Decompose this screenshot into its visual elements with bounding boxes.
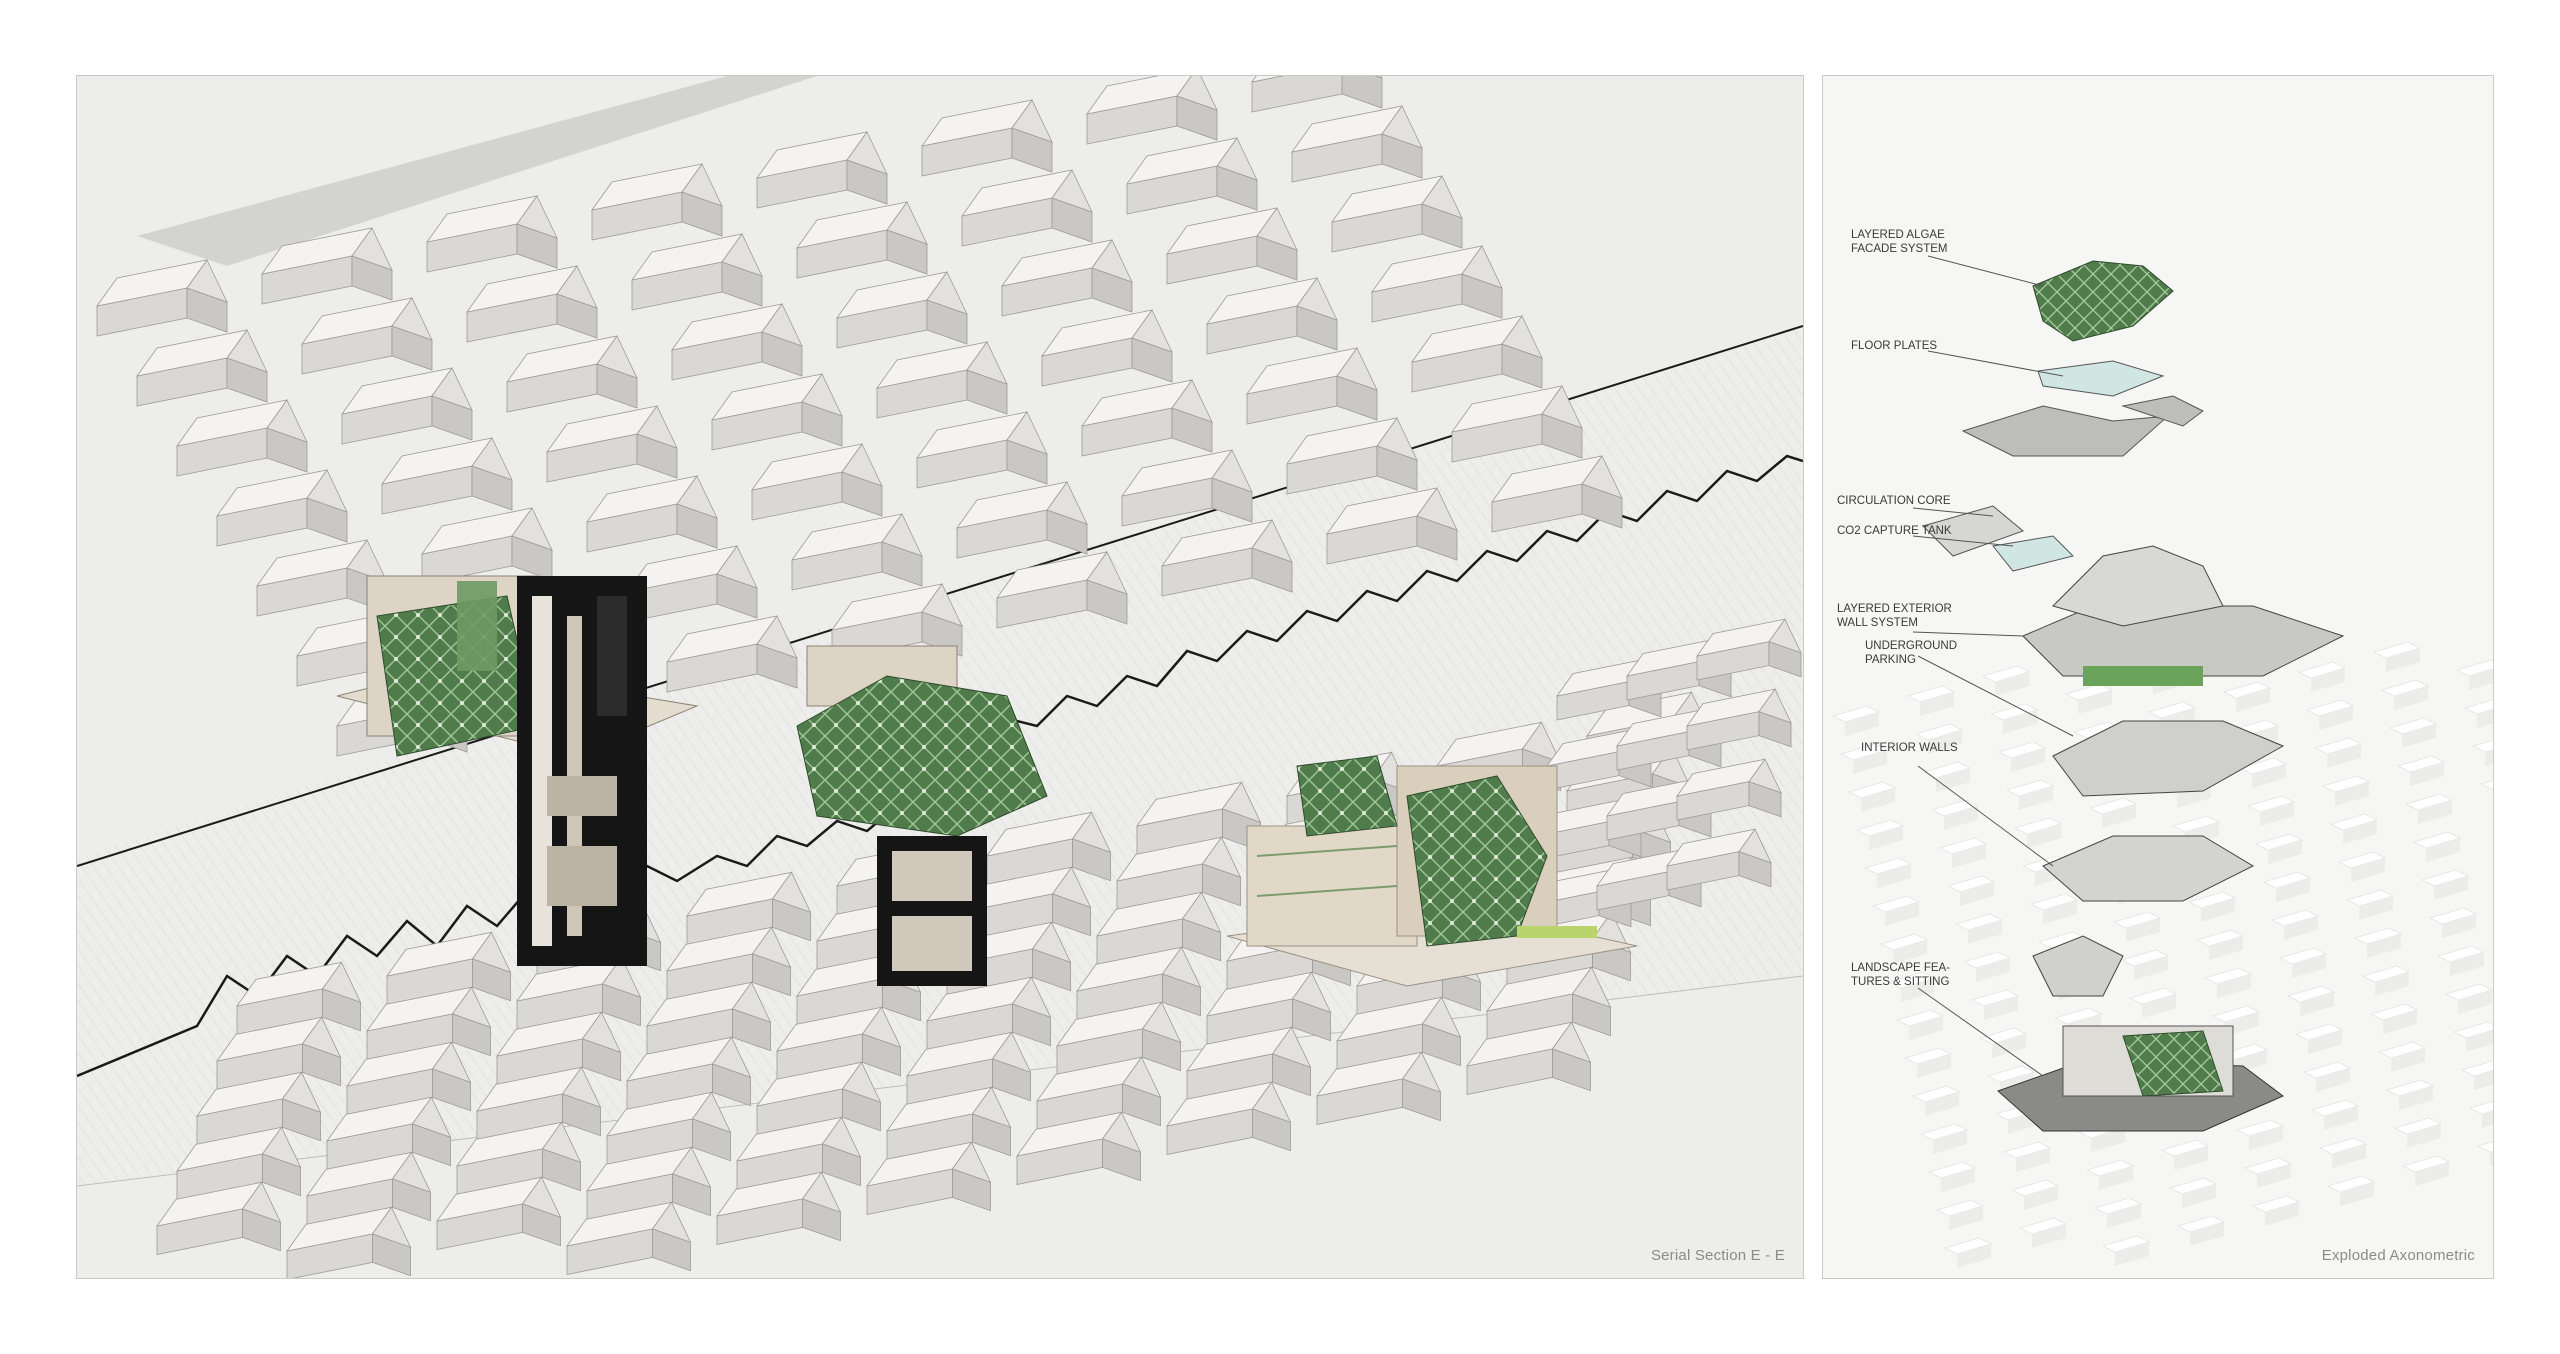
label-exterior-wall: LAYERED EXTERIOR WALL SYSTEM xyxy=(1837,603,1952,629)
building-section-1 xyxy=(336,575,699,966)
label-co2-tank: CO2 CAPTURE TANK xyxy=(1837,525,1952,537)
section-drawing xyxy=(77,76,1803,1278)
layer-underground-parking xyxy=(2052,720,2285,797)
label-algae-facade: LAYERED ALGAE FACADE SYSTEM xyxy=(1851,229,1948,255)
label-leaders xyxy=(1912,255,2074,1077)
label-interior-walls: INTERIOR WALLS xyxy=(1861,742,1958,754)
label-circulation-core: CIRCULATION CORE xyxy=(1837,495,1951,507)
layer-circulation-lower xyxy=(2032,935,2124,997)
layer-co2-tank xyxy=(1992,535,2074,572)
layer-exterior-wall xyxy=(2022,545,2345,686)
building-3 xyxy=(1226,755,1638,987)
label-underground-parking: UNDERGROUND PARKING xyxy=(1865,640,1957,666)
building-section-2 xyxy=(796,645,1048,986)
label-landscape: LANDSCAPE FEA- TURES & SITTING xyxy=(1851,962,1951,988)
layer-interior-walls xyxy=(2042,835,2255,902)
layer-algae-facade xyxy=(2032,260,2174,342)
label-floor-plates: FLOOR PLATES xyxy=(1851,340,1938,352)
layer-circulation-core xyxy=(1922,505,2024,557)
serial-section-panel: Serial Section E - E xyxy=(76,75,1804,1279)
layer-landscape xyxy=(1997,1025,2284,1132)
axonometric-caption: Exploded Axonometric xyxy=(2321,1247,2475,1264)
road-strip xyxy=(137,76,817,266)
section-caption: Serial Section E - E xyxy=(1650,1247,1785,1264)
axonometric-drawing xyxy=(1823,76,2493,1278)
exploded-axonometric-panel: LAYERED ALGAE FACADE SYSTEM FLOOR PLATES… xyxy=(1822,75,2494,1279)
layer-floor-plates xyxy=(1961,360,2204,457)
